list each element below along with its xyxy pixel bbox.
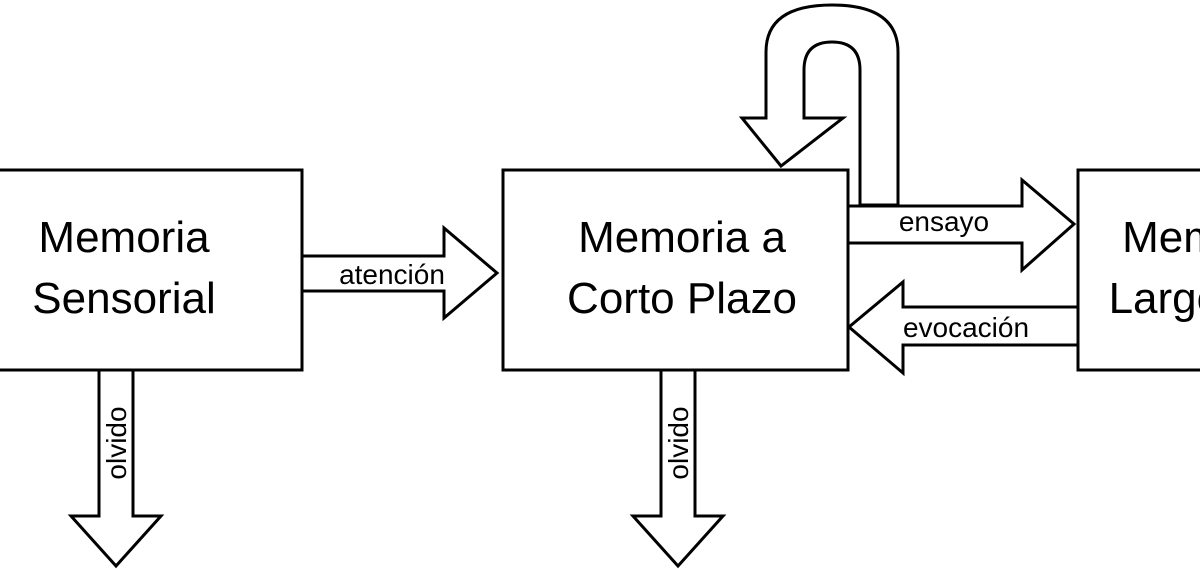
forget-sensory-label: olvido bbox=[101, 406, 132, 479]
attention-label: atención bbox=[339, 259, 445, 290]
attention-arrow: atención bbox=[300, 224, 500, 322]
rehearsal-arrow: ensayo bbox=[846, 176, 1077, 274]
rehearsal-loop-arrow bbox=[738, 3, 900, 207]
long-term-memory-label-line1: Memoria a bbox=[1122, 213, 1200, 262]
short-term-memory-box: Memoria a Corto Plazo bbox=[501, 168, 850, 372]
forget-short-term-label: olvido bbox=[663, 406, 694, 479]
forget-short-term-arrow: olvido bbox=[629, 368, 727, 569]
forget-sensory-arrow: olvido bbox=[67, 368, 165, 569]
sensory-memory-label-line2: Sensorial bbox=[32, 274, 215, 323]
short-term-memory-label-line1: Memoria a bbox=[578, 213, 786, 262]
sensory-memory-box: Memoria Sensorial bbox=[0, 168, 304, 372]
recall-label: evocación bbox=[903, 312, 1029, 343]
recall-arrow: evocación bbox=[846, 278, 1082, 377]
sensory-memory-label-line1: Memoria bbox=[38, 213, 210, 262]
short-term-memory-label-line2: Corto Plazo bbox=[567, 274, 797, 323]
rehearsal-label: ensayo bbox=[899, 206, 989, 237]
